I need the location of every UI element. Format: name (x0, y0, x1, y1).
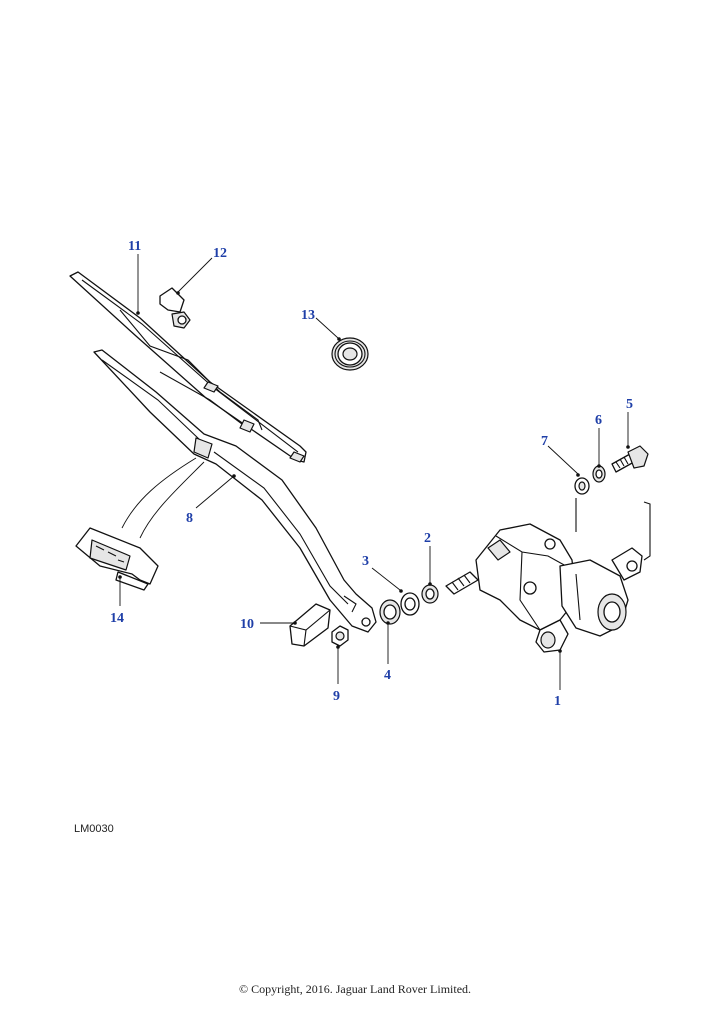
callout-14: 14 (110, 611, 124, 626)
callout-13: 13 (301, 308, 315, 323)
callout-1: 1 (554, 694, 561, 709)
wiper-motor-part (445, 523, 643, 653)
cover-part (75, 527, 159, 591)
copyright-notice: © Copyright, 2016. Jaguar Land Rover Lim… (239, 982, 471, 996)
callout-9: 9 (333, 689, 340, 704)
nut-part (331, 625, 349, 647)
callout-5: 5 (626, 397, 633, 412)
wiper-blade-part (69, 271, 307, 463)
spacer-part (421, 584, 439, 604)
seal-part (379, 599, 401, 625)
callout-11: 11 (128, 239, 141, 254)
leader-lines (118, 254, 630, 690)
diagram-reference: LM0030 (74, 823, 114, 835)
spring-washer-part (592, 465, 606, 483)
callout-12: 12 (213, 246, 227, 261)
callout-4: 4 (384, 668, 391, 683)
bolt-part (611, 445, 649, 473)
callout-7: 7 (541, 434, 548, 449)
callout-8: 8 (186, 511, 193, 526)
washer-part (400, 592, 420, 616)
wiper-arm-part (93, 349, 377, 633)
callout-10: 10 (240, 617, 254, 632)
nut-cap-part (289, 603, 331, 647)
flat-washer-part (574, 477, 590, 495)
callout-3: 3 (362, 554, 369, 569)
callout-6: 6 (595, 413, 602, 428)
blade-clip-part (159, 287, 191, 329)
callout-2: 2 (424, 531, 431, 546)
grommet-part (331, 337, 369, 371)
